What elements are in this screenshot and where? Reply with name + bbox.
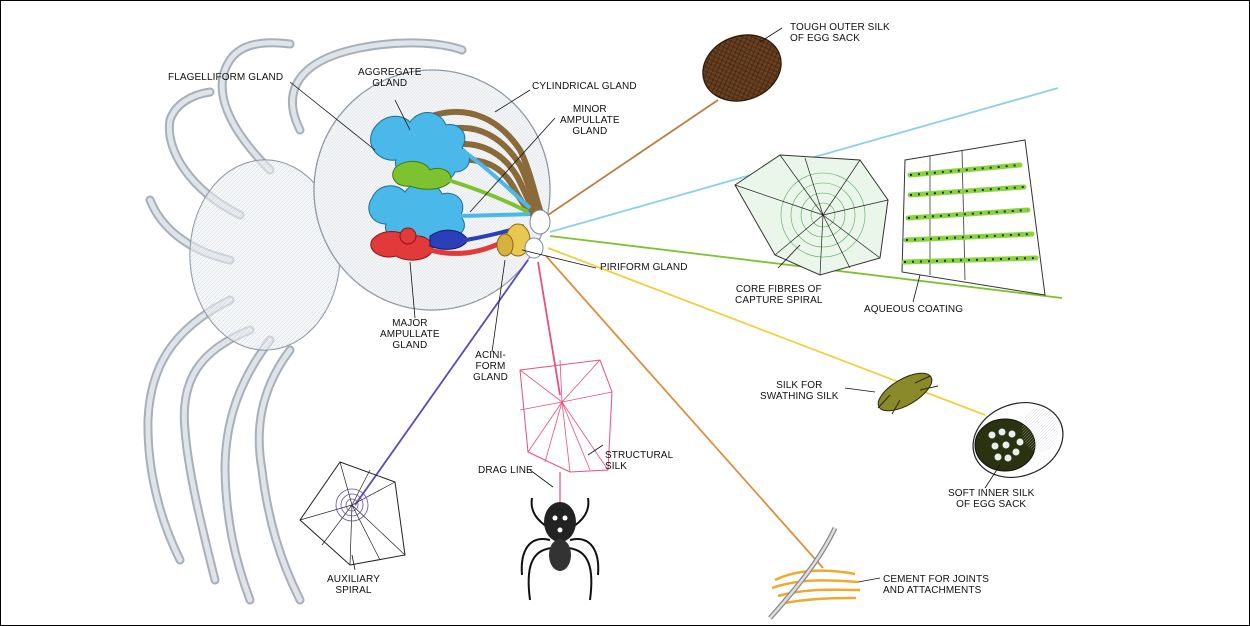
label-aqueous-coating: AQUEOUS COATING (864, 304, 963, 315)
egg-sack-inner-illustration (962, 390, 1073, 489)
egg-sack-outer-illustration (693, 24, 790, 112)
label-piriform-gland: PIRIFORM GLAND (600, 262, 688, 273)
label-drag-line: DRAG LINE (478, 465, 533, 476)
structural-silk-illustration (520, 360, 612, 510)
red-line (538, 262, 560, 395)
orb-web-capture-illustration (735, 155, 888, 275)
label-flagelliform-gland: FLAGELLIFORM GLAND (168, 72, 283, 83)
spider-illustration (148, 43, 550, 600)
hanging-spider-illustration (522, 498, 599, 600)
auxiliary-spiral-illustration (300, 462, 405, 565)
swathed-insect-illustration (873, 366, 938, 419)
aqueous-coating-illustration (902, 140, 1045, 295)
cement-attachment-illustration (770, 528, 860, 618)
label-cylindrical-gland: CYLINDRICAL GLAND (532, 81, 637, 92)
